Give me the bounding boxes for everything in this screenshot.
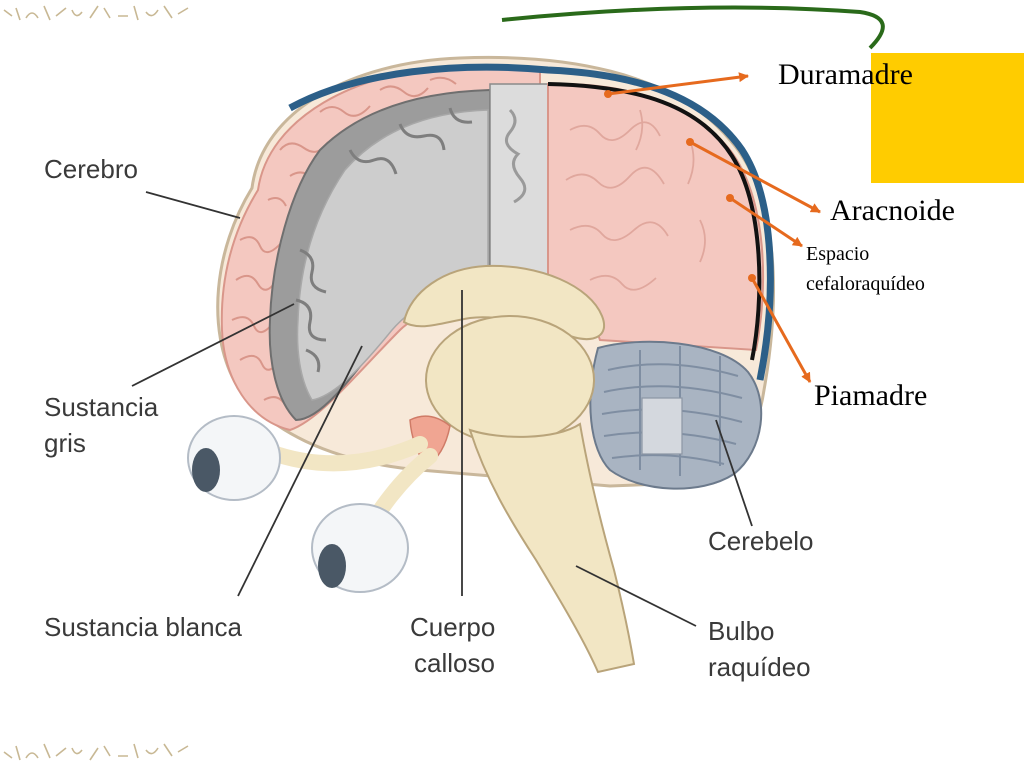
- cut-face: [489, 83, 549, 285]
- arrow-origin-dots: [604, 90, 756, 282]
- thalamus: [425, 315, 595, 445]
- gray-matter-folds: [295, 107, 473, 373]
- label-espacio-1: Espacio: [806, 243, 869, 265]
- leader-bulbo: [575, 565, 697, 627]
- meninges-arrows: [607, 72, 821, 383]
- label-espacio-2: cefaloraquídeo: [806, 273, 925, 295]
- label-cuerpo-calloso-2: calloso: [414, 648, 495, 678]
- leader-cerebelo: [715, 419, 753, 527]
- corpus-callosum: [402, 264, 605, 341]
- meninges-layers: [288, 63, 774, 381]
- cut-face-folds: [504, 108, 527, 204]
- label-bulbo-2: raquídeo: [708, 652, 811, 682]
- leader-lines: [131, 191, 753, 627]
- corner-decoration-bottom: [3, 743, 189, 761]
- leader-sustancia-blanca: [237, 345, 363, 597]
- label-sustancia-gris-1: Sustancia: [44, 392, 159, 422]
- optic-nerve-left: [262, 436, 428, 472]
- arrow-duramadre: [607, 72, 749, 96]
- label-sustancia-blanca: Sustancia blanca: [44, 612, 243, 642]
- arrow-espacio: [729, 196, 803, 248]
- label-cuerpo-calloso-1: Cuerpo: [410, 612, 495, 642]
- arrow-aracnoide: [689, 140, 821, 214]
- label-sustancia-gris-2: gris: [44, 428, 86, 458]
- label-duramadre: Duramadre: [778, 58, 913, 91]
- label-aracnoide: Aracnoide: [830, 194, 955, 227]
- eyeball-upper: [187, 415, 281, 501]
- arrow-piamadre: [750, 277, 812, 383]
- leader-cerebro: [145, 191, 241, 219]
- corner-decoration-top: [3, 5, 189, 21]
- label-cerebelo: Cerebelo: [708, 526, 814, 556]
- label-cerebro: Cerebro: [44, 154, 138, 184]
- decorative-green-curve: [501, 5, 885, 50]
- label-piamadre: Piamadre: [814, 379, 927, 412]
- white-matter: [296, 109, 489, 401]
- leader-sustancia-gris: [131, 303, 295, 387]
- eyeball-lower: [311, 503, 409, 593]
- label-bulbo-1: Bulbo: [708, 616, 775, 646]
- brain-illustration: [187, 55, 775, 674]
- cerebellum-cut: [641, 397, 683, 455]
- accent-yellow-block: [871, 53, 1024, 183]
- brainstem: [468, 422, 636, 674]
